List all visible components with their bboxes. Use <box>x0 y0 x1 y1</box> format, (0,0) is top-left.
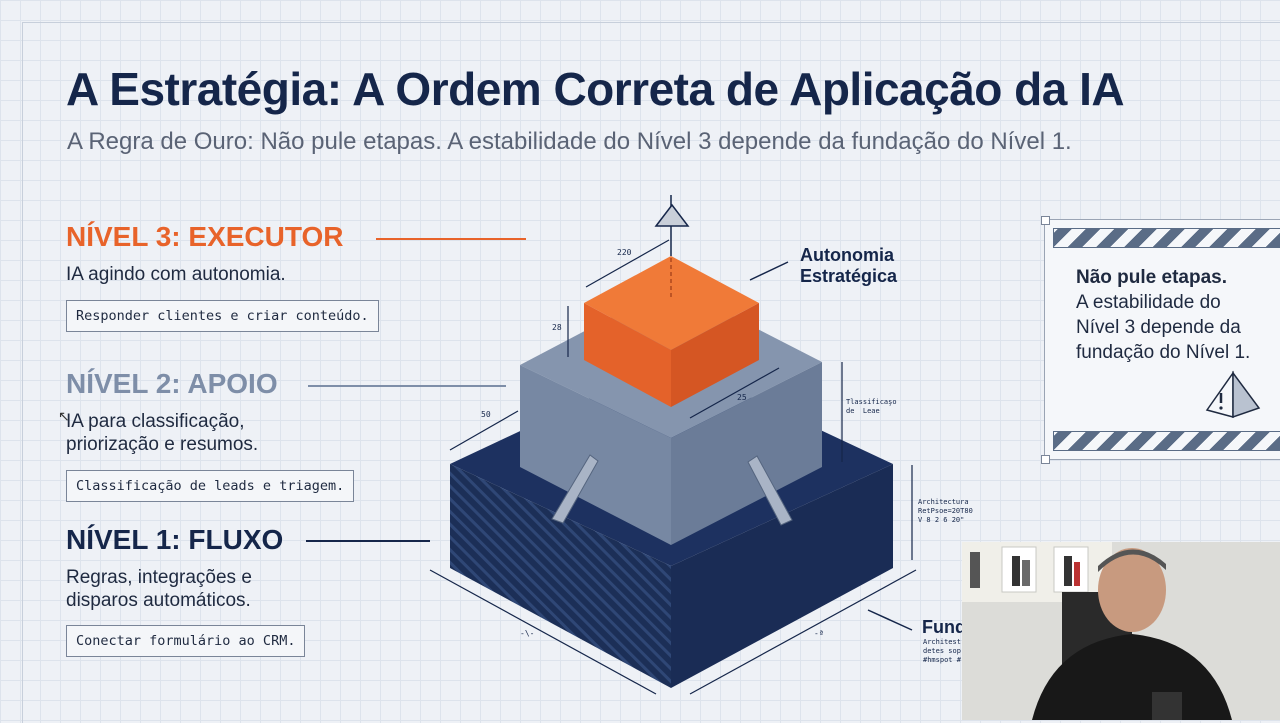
support-strut-right <box>747 455 793 526</box>
warning-text: Não pule etapas. A estabilidade do Nível… <box>1076 265 1266 365</box>
slide-subtitle: A Regra de Ouro: Não pule etapas. A esta… <box>67 128 1072 155</box>
slide-frame <box>22 22 1280 723</box>
level-3-block-left <box>584 303 671 407</box>
tick-label-right: -ª <box>814 629 824 638</box>
level-1-description: Regras, integrações e disparos automátic… <box>66 567 252 611</box>
level-3-block-top <box>584 256 759 350</box>
level-3-description: IA agindo com autonomia. <box>66 264 286 285</box>
level-1-leader-line <box>306 540 430 542</box>
hazard-stripe-top <box>1053 228 1280 248</box>
dim-label-28: 28 <box>552 323 562 332</box>
panel-resize-handle-tl[interactable] <box>1041 216 1050 225</box>
dim-label-220: 220 <box>617 248 632 257</box>
level-3-block-right <box>671 303 759 407</box>
level-2-block-left <box>520 365 671 545</box>
webcam-person-image <box>962 542 1280 720</box>
level-2-example-box: Classificação de leads e triagem. <box>66 470 355 502</box>
base-dimension-note: Architectura RetPsoe=20T80 V 8 2 6 20" <box>918 498 973 524</box>
warning-pyramid-icon <box>1205 370 1261 419</box>
level-2-title: NÍVEL 2: APOIO <box>66 368 278 399</box>
level-1-block-right <box>671 464 893 688</box>
dim-label-25: 25 <box>737 393 747 402</box>
level-2-leader-line <box>308 385 506 387</box>
mouse-cursor-icon: ↖ <box>58 408 70 424</box>
level-1-example-box: Conectar formulário ao CRM. <box>66 625 306 657</box>
webcam-overlay <box>962 542 1280 720</box>
support-strut-left <box>551 454 599 524</box>
warning-heading: Não pule etapas. <box>1076 267 1227 288</box>
warning-body: A estabilidade do Nível 3 depende da fun… <box>1076 292 1251 363</box>
level-1-title: NÍVEL 1: FLUXO <box>66 524 284 555</box>
level-3-title: NÍVEL 3: EXECUTOR <box>66 221 344 252</box>
level-2-block-right <box>671 362 822 545</box>
dim-label-50: 50 <box>481 410 491 419</box>
callout-fundacao: Fund <box>922 617 966 637</box>
callout-fundacao-note: Architest detes sop #hmspot # <box>923 638 961 664</box>
hazard-stripe-bottom <box>1053 431 1280 451</box>
warning-panel: Não pule etapas. A estabilidade do Nível… <box>1044 219 1280 460</box>
up-arrow-icon <box>654 203 690 227</box>
level-2-description: IA para classificação, priorização e res… <box>66 411 259 455</box>
level-3-example-box: Responder clientes e criar conteúdo. <box>66 300 379 332</box>
slide-title: A Estratégia: A Ordem Correta de Aplicaç… <box>66 63 1125 115</box>
level-1-block-left <box>450 464 671 688</box>
panel-resize-handle-bl[interactable] <box>1041 455 1050 464</box>
callout-autonomia: Autonomia Estratégica <box>800 245 898 286</box>
tick-label-left: -\- <box>520 629 534 638</box>
level-3-leader-line <box>376 238 526 240</box>
mid-dimension-note: Tlassificaşo de Leae <box>846 398 897 415</box>
